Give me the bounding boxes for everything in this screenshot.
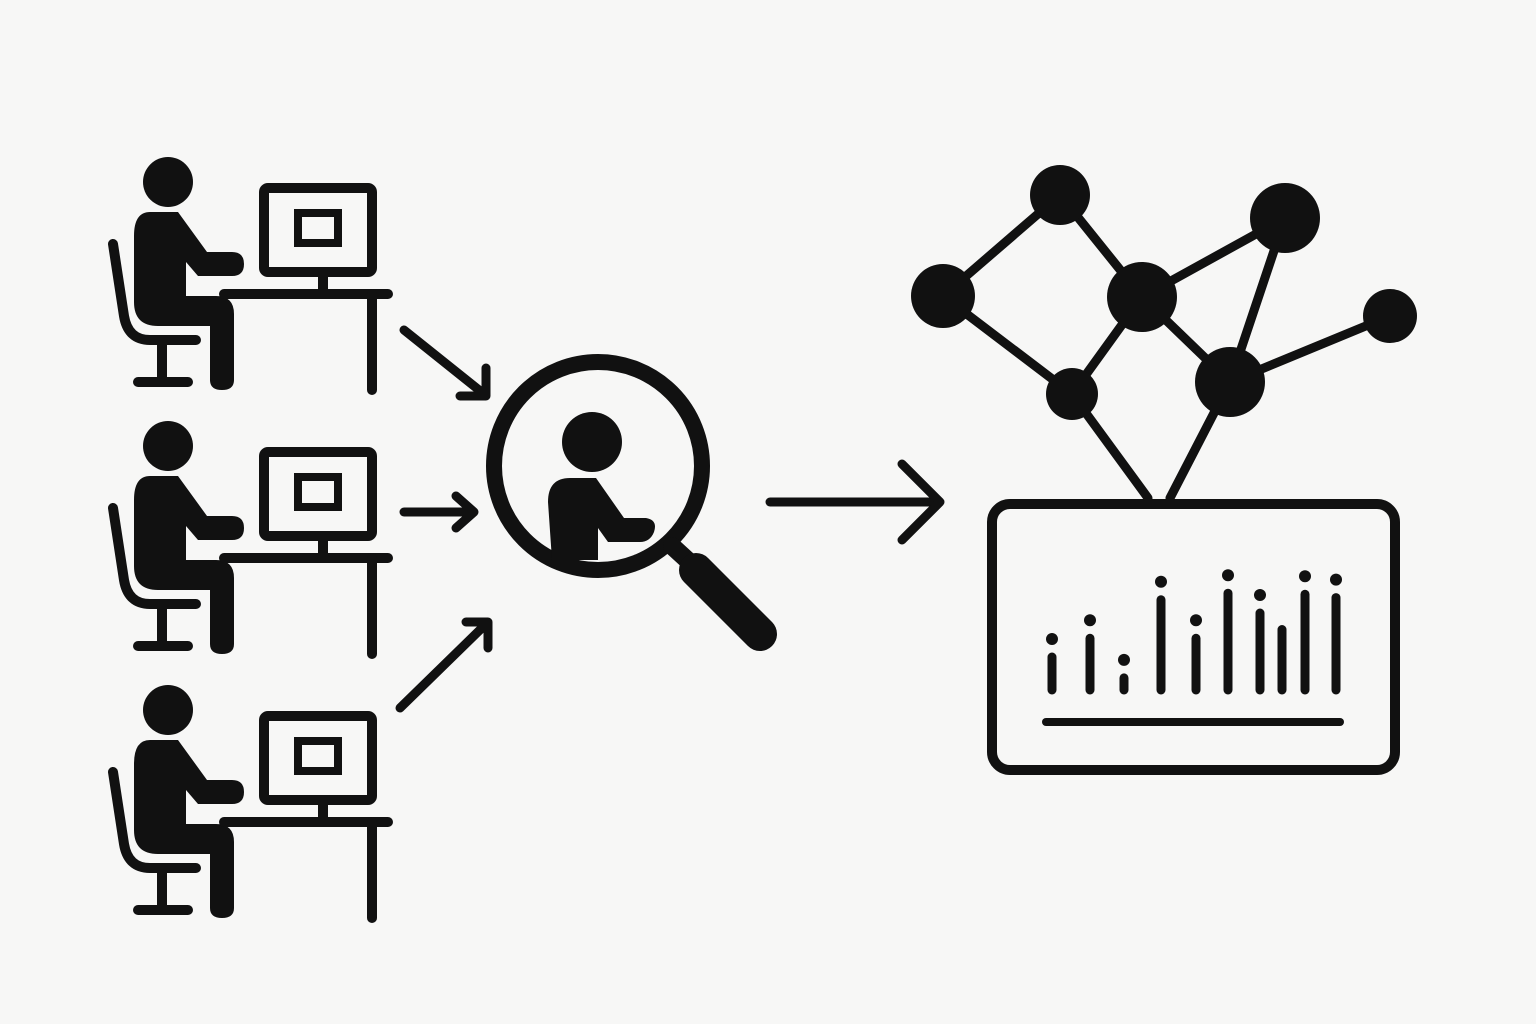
network-node xyxy=(1030,165,1090,225)
dashboard-bar-dot xyxy=(1084,614,1096,627)
dashboard-bar-dot xyxy=(1222,569,1234,582)
bar-chart-dashboard-icon xyxy=(987,499,1400,775)
dashboard-bar-dot xyxy=(1330,573,1342,586)
arrow-top-icon xyxy=(399,325,491,401)
dashboard-bar-dot xyxy=(1190,614,1202,627)
dashboard-bars xyxy=(1046,569,1342,695)
arrow-right-icon xyxy=(765,459,945,545)
network-node xyxy=(1195,347,1265,417)
network-node xyxy=(1046,368,1098,420)
dashboard-bar-dot xyxy=(1155,575,1167,588)
network-node xyxy=(1363,289,1417,343)
arrow-middle-icon xyxy=(399,491,479,533)
dashboard-bar-dot xyxy=(1046,633,1058,645)
magnifying-glass-person-icon xyxy=(486,354,777,651)
dashboard-bar-dot xyxy=(1254,589,1266,601)
dashboard-bar-dot xyxy=(1118,653,1130,666)
network-node xyxy=(1250,183,1320,253)
network-node xyxy=(911,264,975,328)
worker-1-icon xyxy=(113,157,388,390)
arrow-bottom-icon xyxy=(395,617,493,713)
dashboard-bar-dot xyxy=(1299,570,1311,583)
worker-3-icon xyxy=(113,685,388,918)
worker-2-icon xyxy=(113,421,388,654)
network-graph-icon xyxy=(911,165,1417,503)
network-node xyxy=(1107,262,1177,332)
